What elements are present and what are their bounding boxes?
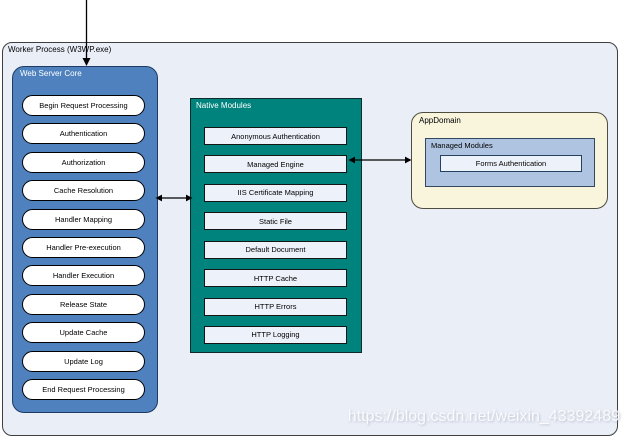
native-module: IIS Certificate Mapping [204, 183, 347, 202]
pipeline-stage: Update Log [22, 350, 145, 372]
native-module: HTTP Cache [204, 269, 347, 288]
pipeline-stage: Update Cache [22, 322, 145, 344]
pipeline-stage: Cache Resolution [22, 180, 145, 202]
native-modules-label: Native Modules [196, 101, 252, 110]
web-server-core-label: Web Server Core [20, 69, 82, 78]
pipeline-stage: Begin Request Processing [22, 95, 145, 116]
pipeline-stage: Release State [22, 293, 145, 315]
pipeline-stage: Handler Execution [22, 265, 145, 287]
native-module: HTTP Logging [204, 325, 347, 344]
pipeline-stage: Authorization [22, 151, 145, 173]
pipeline-stage: End Request Processing [22, 378, 145, 400]
native-module: HTTP Errors [204, 297, 347, 316]
managed-module: Forms Authentication [440, 155, 582, 172]
watermark-text: https://blog.csdn.net/weixin_43392489 [347, 408, 620, 425]
pipeline-stage: Handler Pre-execution [22, 236, 145, 258]
native-module: Anonymous Authentication [204, 127, 347, 145]
pipeline-stage: Authentication [22, 123, 145, 145]
managed-modules-label: Managed Modules [431, 141, 493, 150]
native-module: Managed Engine [204, 155, 347, 174]
pipeline-stage: Handler Mapping [22, 208, 145, 230]
worker-process-label: Worker Process (W3WP.exe) [8, 45, 112, 54]
pipeline-stage-list: Begin Request Processing Authentication … [22, 95, 145, 400]
native-module-list: Anonymous Authentication Managed Engine … [204, 127, 347, 344]
native-module: Default Document [204, 240, 347, 259]
native-module: Static File [204, 212, 347, 231]
appdomain-label: AppDomain [419, 116, 461, 125]
